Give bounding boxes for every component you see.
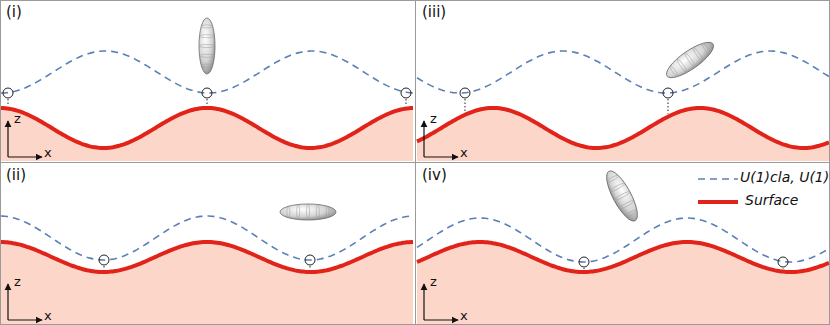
surface-fill <box>417 242 829 324</box>
ellipsoid-mesh <box>307 204 310 220</box>
ellipsoid-body <box>280 204 336 220</box>
legend-sample-dashed <box>698 178 738 180</box>
axis-label: x <box>460 146 468 160</box>
ellipsoid-mesh <box>606 174 619 183</box>
minimum-marker <box>305 255 315 265</box>
axis-label: z <box>430 112 437 126</box>
drop-line <box>8 99 9 106</box>
ellipsoid-mesh <box>297 205 300 220</box>
potential-curve <box>417 51 829 93</box>
ellipsoid-mesh <box>287 206 290 217</box>
panel-label: (ii) <box>6 167 26 184</box>
axis-label: x <box>460 309 468 323</box>
x-axis <box>424 156 458 157</box>
ellipsoid-body <box>601 167 643 225</box>
ellipsoid-mesh <box>609 182 625 193</box>
z-axis <box>7 284 8 320</box>
ellipsoid-mesh <box>200 35 215 38</box>
minimum-marker <box>99 255 109 265</box>
ellipsoid-mesh <box>199 45 215 48</box>
minimum-marker <box>202 88 212 98</box>
drop-line <box>783 268 784 270</box>
ellipsoid-mesh <box>326 206 329 217</box>
surface-line <box>1 242 413 272</box>
legend-text: Surface <box>745 193 798 208</box>
legend-sample-surface <box>698 200 738 204</box>
ellipsoid-mesh <box>316 205 319 220</box>
drop-line <box>465 99 466 112</box>
drop-line <box>406 99 407 106</box>
x-axis <box>8 319 42 320</box>
ellipsoid-mesh <box>669 65 679 77</box>
ellipsoid-mesh <box>201 25 212 28</box>
axis-label: z <box>14 112 21 126</box>
minimum-marker <box>3 88 13 98</box>
minimum-marker <box>401 88 411 98</box>
panel-label: (i) <box>6 4 22 21</box>
potential-curve <box>417 218 829 262</box>
axis-label: x <box>44 309 52 323</box>
surface-fill <box>1 242 413 324</box>
frame-divider <box>0 162 830 163</box>
ellipsoid-mesh <box>618 199 634 210</box>
axis-label: z <box>430 275 437 289</box>
z-axis <box>7 121 8 157</box>
z-axis <box>423 121 424 157</box>
ellipsoid <box>280 204 336 220</box>
ellipsoid-mesh <box>692 47 704 63</box>
surface-line <box>417 108 829 148</box>
panel-label: (iii) <box>422 4 446 21</box>
minimum-marker <box>663 88 673 98</box>
axis-label: x <box>44 146 52 160</box>
ellipsoid <box>662 37 718 84</box>
drop-line <box>104 266 105 269</box>
ellipsoid-mesh <box>613 190 630 201</box>
ellipsoid-body <box>199 18 215 74</box>
minimum-marker <box>778 257 788 267</box>
drop-line <box>668 99 669 114</box>
drop-line <box>584 268 585 270</box>
ellipsoid-mesh <box>676 58 688 74</box>
ellipsoid-body <box>662 37 718 84</box>
axis-label: z <box>14 275 21 289</box>
ellipsoid <box>601 167 643 225</box>
surface-fill <box>1 108 413 161</box>
surface-line <box>1 108 413 148</box>
z-axis <box>423 284 424 320</box>
drop-line <box>310 266 311 269</box>
ellipsoid-mesh <box>200 54 215 57</box>
drop-line <box>207 99 208 105</box>
ellipsoid <box>199 18 215 74</box>
x-axis <box>8 156 42 157</box>
ellipsoid-mesh <box>625 209 638 218</box>
potential-curve <box>1 216 413 260</box>
ellipsoid-mesh <box>684 52 697 68</box>
ellipsoid-mesh <box>201 64 212 67</box>
x-axis <box>424 319 458 320</box>
panel-label: (iv) <box>422 167 447 184</box>
legend-text: U(1)cla, U(1)vdW <box>740 170 830 185</box>
minimum-marker <box>579 257 589 267</box>
surface-fill <box>417 108 829 161</box>
minimum-marker <box>460 88 470 98</box>
ellipsoid-mesh <box>701 43 711 55</box>
